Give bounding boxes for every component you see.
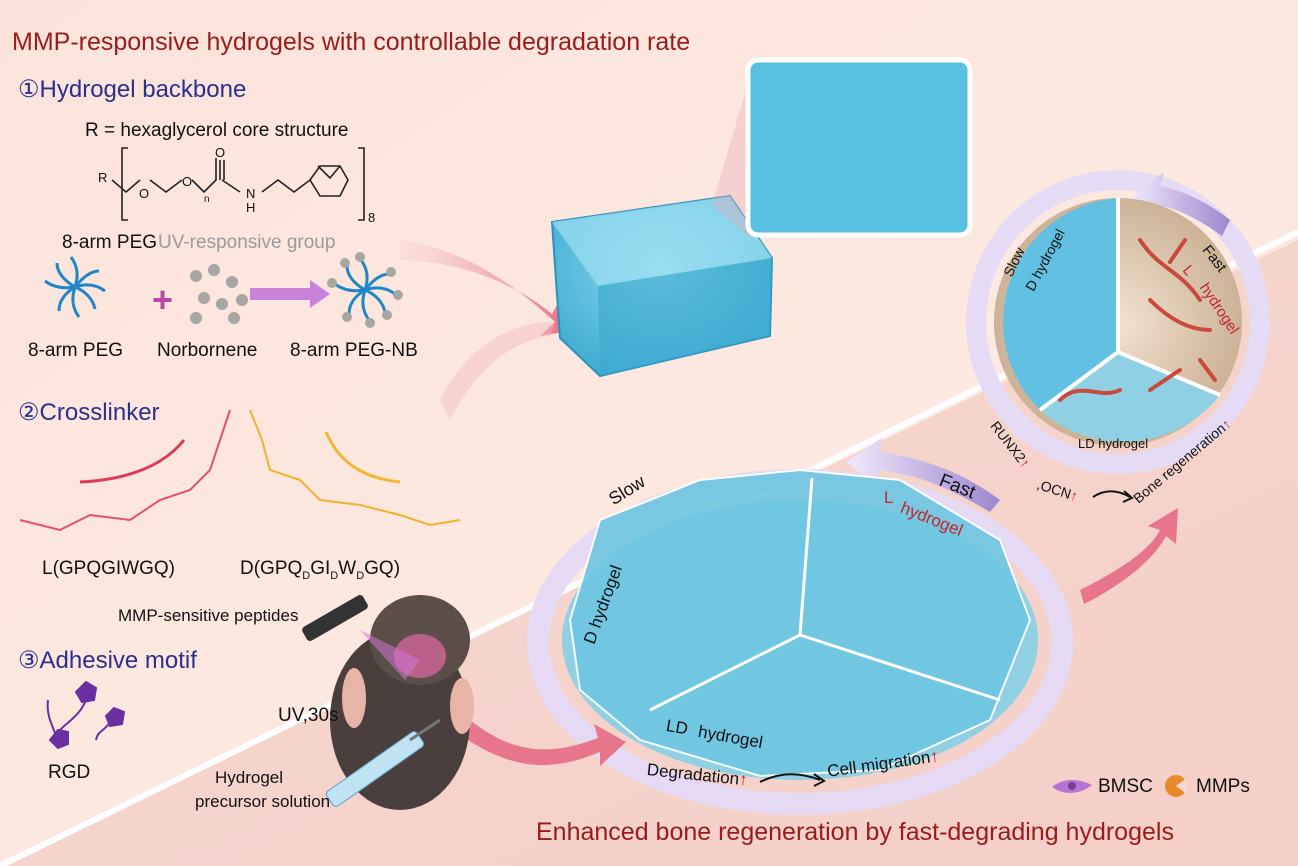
precursor-line1: Hydrogel bbox=[215, 768, 284, 787]
formula-o3: O bbox=[215, 145, 226, 160]
rgd-motif bbox=[46, 680, 126, 750]
lower-divider-3 bbox=[799, 633, 1001, 702]
plus-sign: + bbox=[152, 279, 173, 320]
pink-arrow-to-upper bbox=[1080, 508, 1178, 604]
upper-ld-hydrogel-label: LD hydrogel bbox=[1078, 436, 1149, 451]
pink-arrow-to-lower bbox=[462, 720, 626, 766]
chemical-structure bbox=[111, 147, 365, 221]
lower-divider-1 bbox=[798, 477, 814, 636]
bmsc-icon bbox=[1052, 780, 1092, 793]
uv-label: UV,30s bbox=[278, 705, 339, 726]
peptide-d-label: D(GPQDGIDWDGQ) bbox=[240, 558, 401, 582]
reactant-peg: 8-arm PEG bbox=[28, 340, 124, 361]
upper-d-sector bbox=[1003, 198, 1118, 410]
upper-circle-ring bbox=[966, 170, 1270, 474]
section2-heading: ②Crosslinker bbox=[18, 399, 160, 426]
formula-o1: O bbox=[139, 186, 150, 201]
precursor-line2: precursor solution bbox=[195, 792, 331, 811]
pink-beam-lower bbox=[440, 321, 555, 420]
syringe bbox=[325, 718, 441, 807]
peptide-caption: MMP-sensitive peptides bbox=[118, 606, 299, 625]
product-peg-nb: 8-arm PEG-NB bbox=[290, 340, 418, 361]
section3-heading: ③Adhesive motif bbox=[18, 647, 197, 674]
formula-nh: N bbox=[246, 186, 256, 201]
peg-star-1 bbox=[44, 256, 106, 318]
r-definition: R = hexaglycerol core structure bbox=[85, 120, 349, 141]
reactant-norbornene: Norbornene bbox=[157, 340, 258, 361]
peptide-l-label: L(GPQGIWGQ) bbox=[42, 558, 175, 579]
peptide-l-curve bbox=[79, 439, 186, 484]
mmp-icon bbox=[1165, 775, 1187, 797]
legend-mmps: MMPs bbox=[1196, 776, 1250, 797]
norbornene-dots bbox=[190, 264, 248, 324]
bottom-title: Enhanced bone regeneration by fast-degra… bbox=[536, 818, 1174, 846]
legend-bmsc: BMSC bbox=[1098, 776, 1153, 797]
zoom-cone bbox=[712, 70, 770, 256]
formula-sub8: 8 bbox=[368, 210, 376, 225]
lower-divider-2 bbox=[649, 633, 801, 712]
upper-ld-sector bbox=[1040, 352, 1220, 442]
upper-ring-arrow bbox=[1130, 172, 1230, 236]
formula-o2: O bbox=[182, 174, 193, 189]
peg-nb-star bbox=[327, 252, 403, 328]
peg-label: 8-arm PEG bbox=[62, 232, 158, 253]
lower-l-letter: L bbox=[884, 488, 894, 507]
section1-heading: ①Hydrogel backbone bbox=[18, 76, 247, 103]
peptide-d-curve bbox=[324, 431, 401, 484]
formula-h: H bbox=[246, 200, 256, 215]
peptide-d-molecule bbox=[249, 409, 461, 527]
uv-lamp bbox=[302, 595, 420, 680]
pink-beam-arrow bbox=[400, 240, 575, 336]
lower-ring-arrow bbox=[846, 438, 1000, 512]
main-title: MMP-responsive hydrogels with controllab… bbox=[12, 28, 691, 56]
reaction-arrow bbox=[250, 280, 330, 308]
bone-regen-arrow bbox=[1092, 490, 1131, 498]
lower-ld-letters: LD bbox=[664, 716, 690, 739]
formula-r: R bbox=[98, 170, 108, 185]
peptide-l-molecule bbox=[19, 409, 231, 532]
cell-migration-arrow bbox=[759, 773, 821, 783]
formula-n: n bbox=[204, 194, 210, 205]
hydrogel-block bbox=[550, 194, 774, 378]
zoom-inset bbox=[745, 57, 973, 238]
rgd-label: RGD bbox=[48, 762, 91, 783]
uv-group-label: UV-responsive group bbox=[158, 232, 336, 253]
bone-vessels bbox=[1058, 238, 1217, 402]
